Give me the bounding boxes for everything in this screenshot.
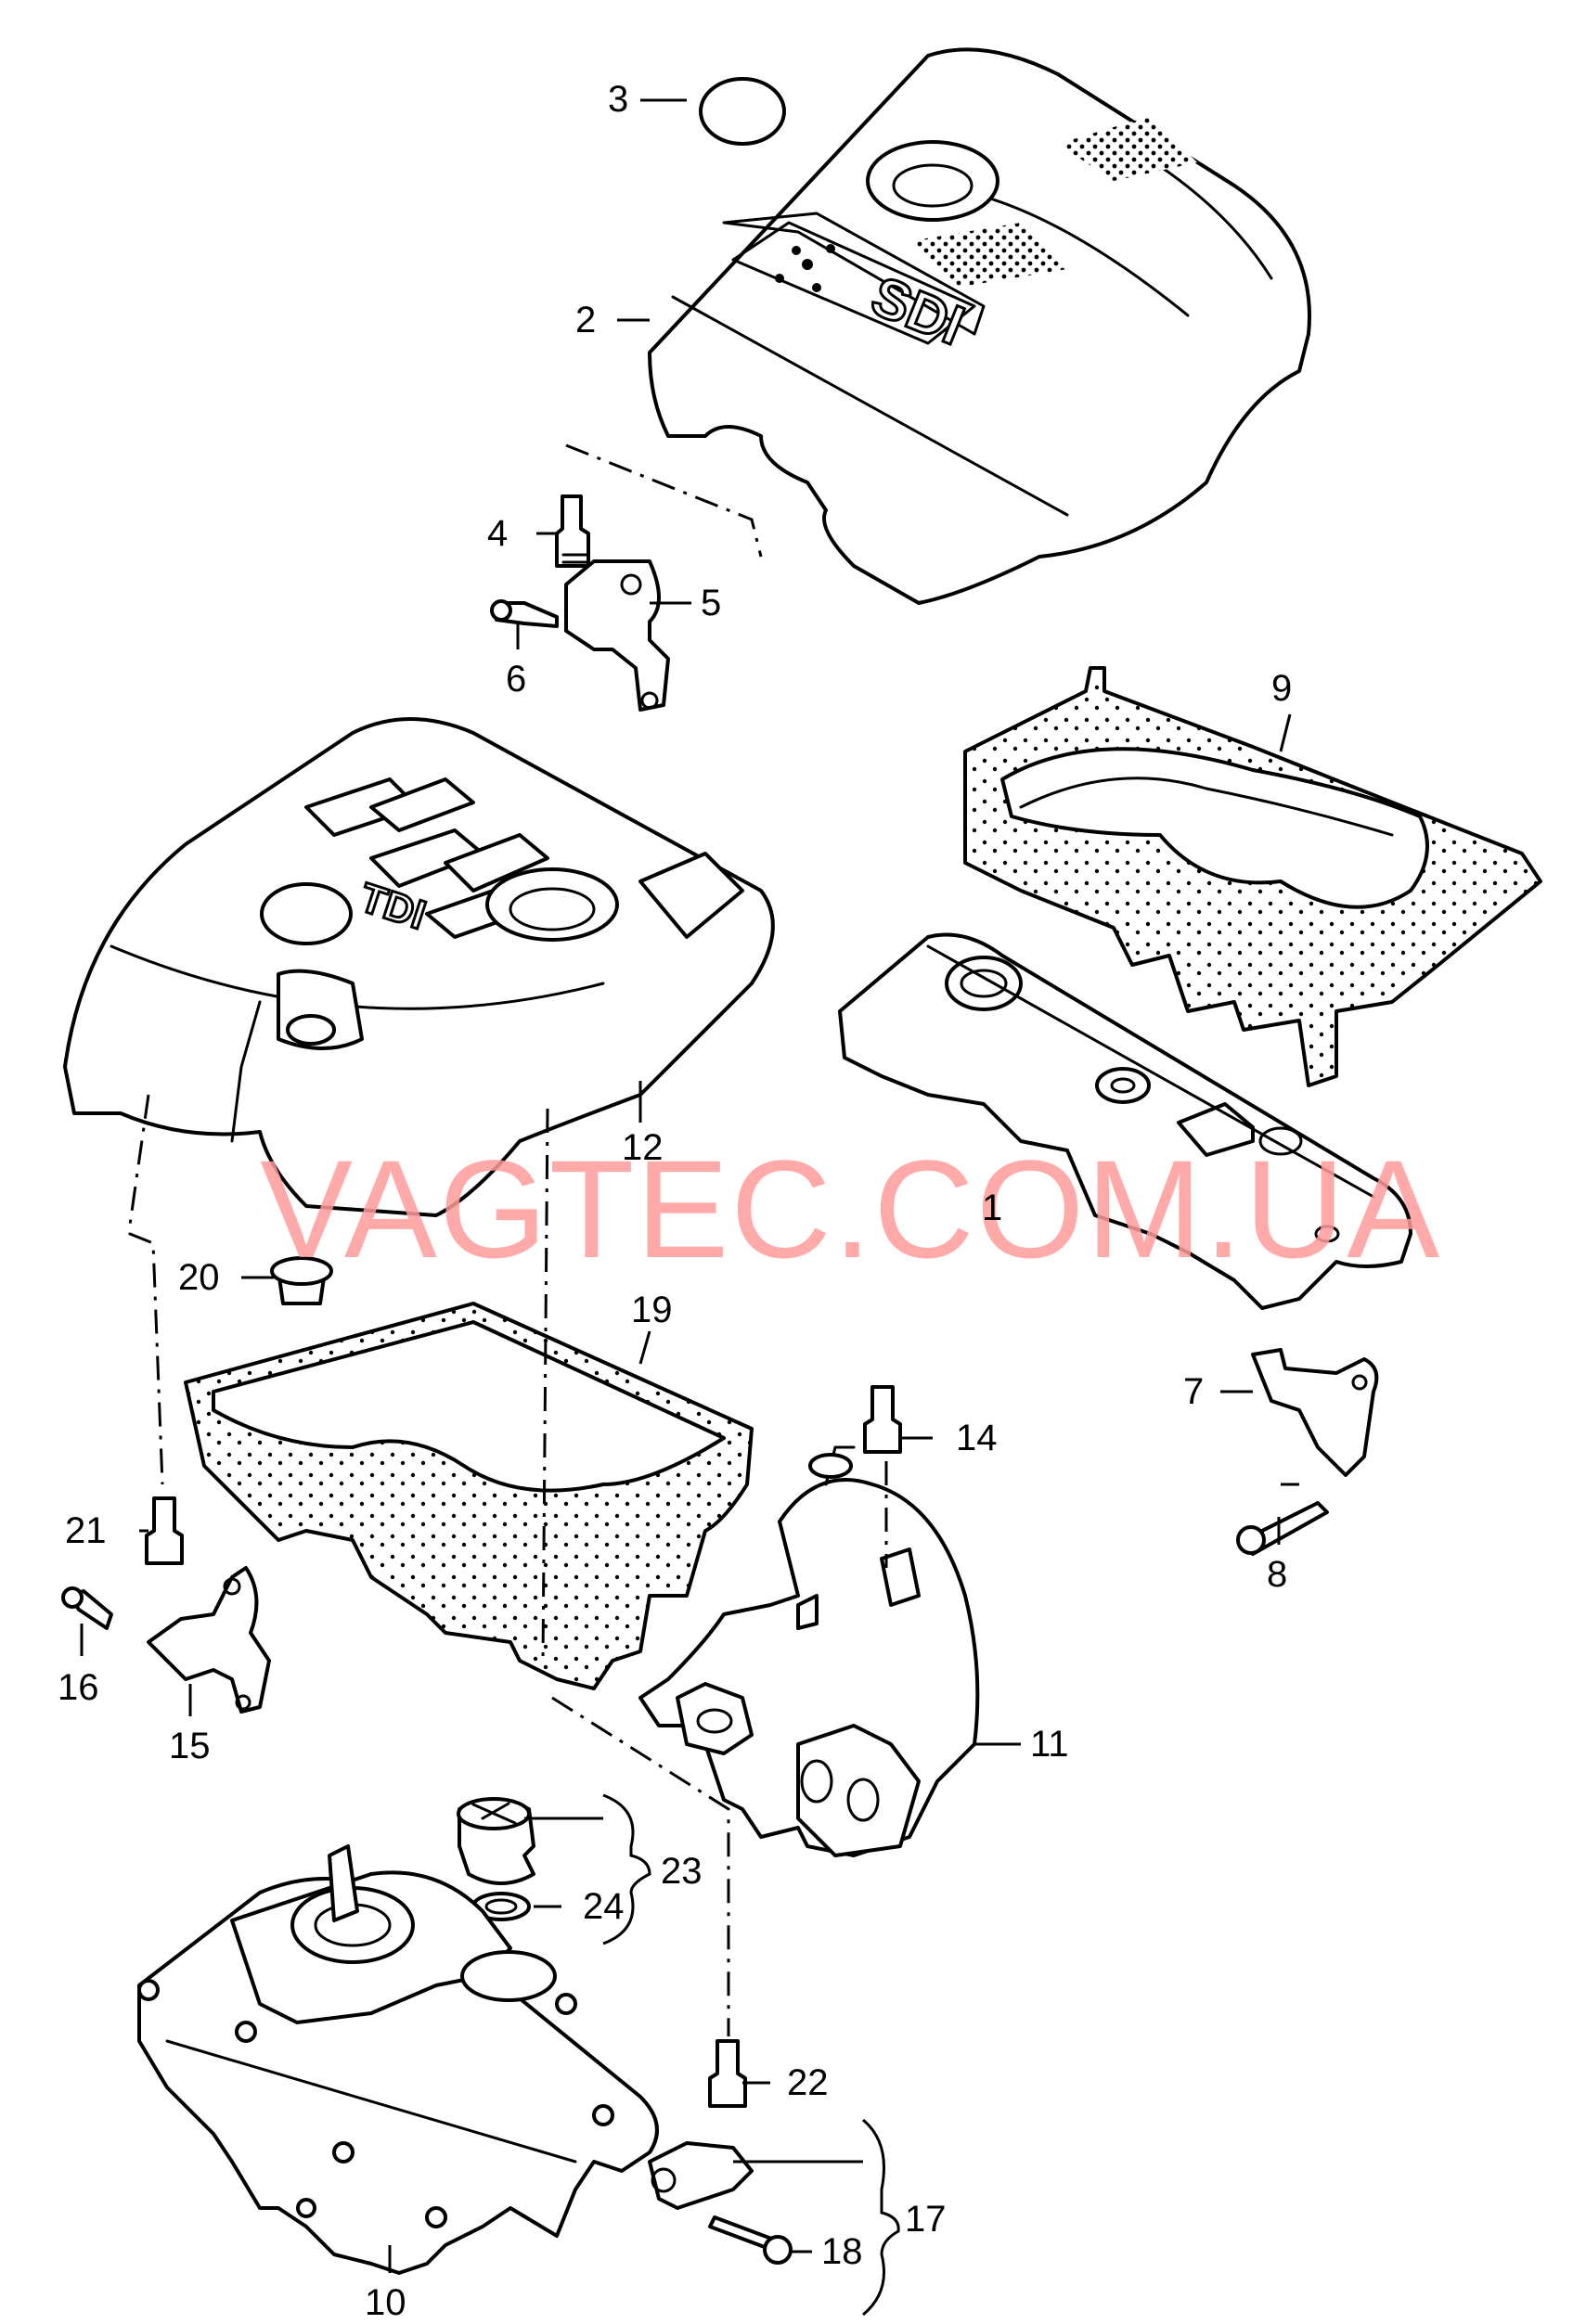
valve-cover-bottom — [137, 1844, 659, 2275]
callout-14: 14 — [956, 1418, 998, 1458]
cap-seal — [471, 1892, 531, 1921]
valve-cover-right — [838, 932, 1412, 1310]
callout-6: 6 — [506, 659, 526, 700]
assembly-lines — [128, 443, 1299, 2036]
callout-21: 21 — [65, 1510, 107, 1551]
callout-1: 1 — [982, 1188, 1002, 1228]
intake-manifold — [638, 1445, 980, 1857]
callout-8: 8 — [1267, 1554, 1287, 1595]
callout-5: 5 — [701, 583, 721, 623]
callout-10: 10 — [365, 2282, 406, 2323]
callout-11: 11 — [1030, 1724, 1069, 1765]
callout-22: 22 — [787, 2062, 829, 2103]
callout-4: 4 — [487, 513, 508, 554]
leader-lines — [80, 98, 1292, 2317]
bottom-bracket-group — [648, 2141, 793, 2265]
callout-23: 23 — [661, 1851, 703, 1892]
sdi-engine-cover: SDI — [648, 47, 1311, 605]
callout-17: 17 — [905, 2199, 947, 2240]
callout-3: 3 — [608, 79, 628, 120]
grommet — [270, 1256, 333, 1305]
bolt-14 — [863, 1385, 902, 1454]
oil-filler-cap — [457, 1797, 535, 1885]
callout-labels: 1 2 3 4 5 6 7 8 9 10 11 12 14 15 16 17 1… — [58, 79, 1292, 2323]
callout-2: 2 — [575, 300, 596, 340]
callout-15: 15 — [169, 1726, 211, 1766]
right-bracket-group — [1236, 1348, 1379, 1556]
upper-bracket-group — [490, 494, 670, 712]
foam-insulation-upper — [963, 666, 1542, 1087]
left-bracket-group — [61, 1566, 271, 1714]
callout-7: 7 — [1183, 1371, 1204, 1412]
callout-19: 19 — [631, 1290, 673, 1330]
bolt-22 — [708, 2039, 747, 2108]
callout-20: 20 — [178, 1257, 220, 1298]
cover-cap — [699, 77, 786, 146]
callout-16: 16 — [58, 1667, 99, 1708]
foam-insulation-lower — [184, 1302, 754, 1690]
tdi-engine-cover: TDI — [63, 717, 775, 1217]
watermark-text: VAGTEC.COM.UA — [260, 1131, 1441, 1287]
bolt-21 — [145, 1496, 184, 1565]
callout-24: 24 — [583, 1886, 625, 1927]
callout-9: 9 — [1271, 668, 1292, 709]
callout-12: 12 — [622, 1127, 664, 1168]
callout-18: 18 — [821, 2231, 863, 2272]
